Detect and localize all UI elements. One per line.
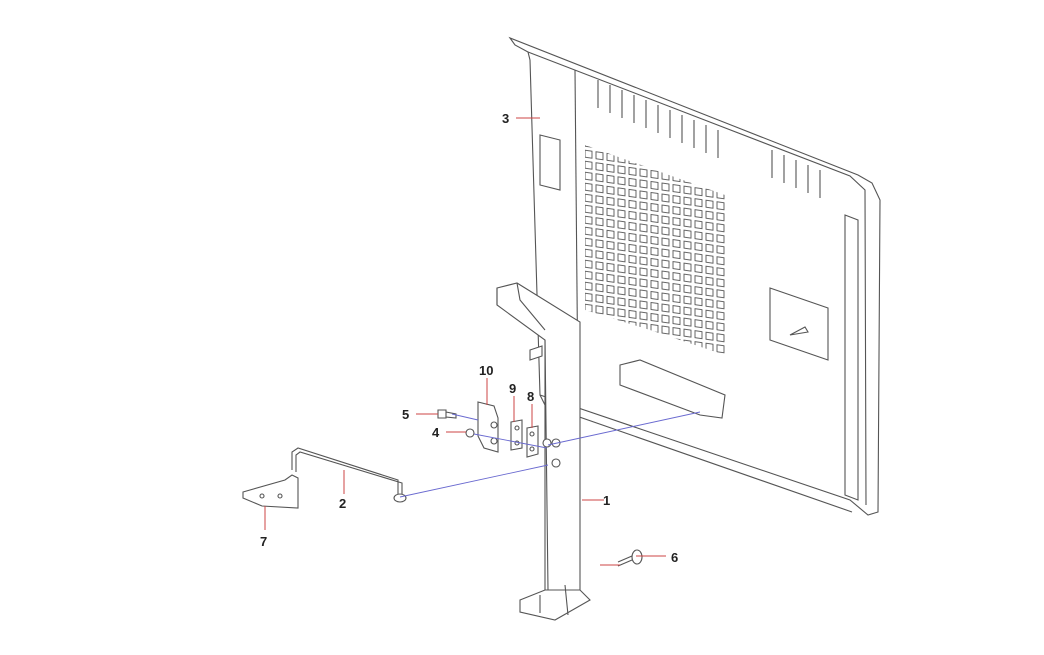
assembly-axis-lines [399,411,701,498]
callout-1: 1 [603,493,610,508]
callout-5: 5 [402,407,409,422]
callout-10: 10 [479,363,493,378]
shim-8 [526,425,539,458]
latch-bracket [539,134,561,191]
bolt-5 [437,409,457,419]
perforation-grid [585,145,725,355]
back-panel [508,36,881,516]
rod-2 [291,447,407,503]
callout-3: 3 [502,111,509,126]
leader-lines [264,117,666,566]
callout-8: 8 [527,389,534,404]
callout-6: 6 [671,550,678,565]
callout-2: 2 [339,496,346,511]
plate-10 [477,401,499,453]
vent-slots [597,80,821,198]
callout-7: 7 [260,534,267,549]
callout-4: 4 [432,425,440,440]
support-post [496,282,591,621]
washer-4 [465,428,475,438]
access-plate [769,287,829,361]
tray [619,359,726,419]
callout-9: 9 [509,381,516,396]
shim-9 [510,419,523,451]
bracket-7 [242,474,299,509]
screw-6 [617,549,643,567]
